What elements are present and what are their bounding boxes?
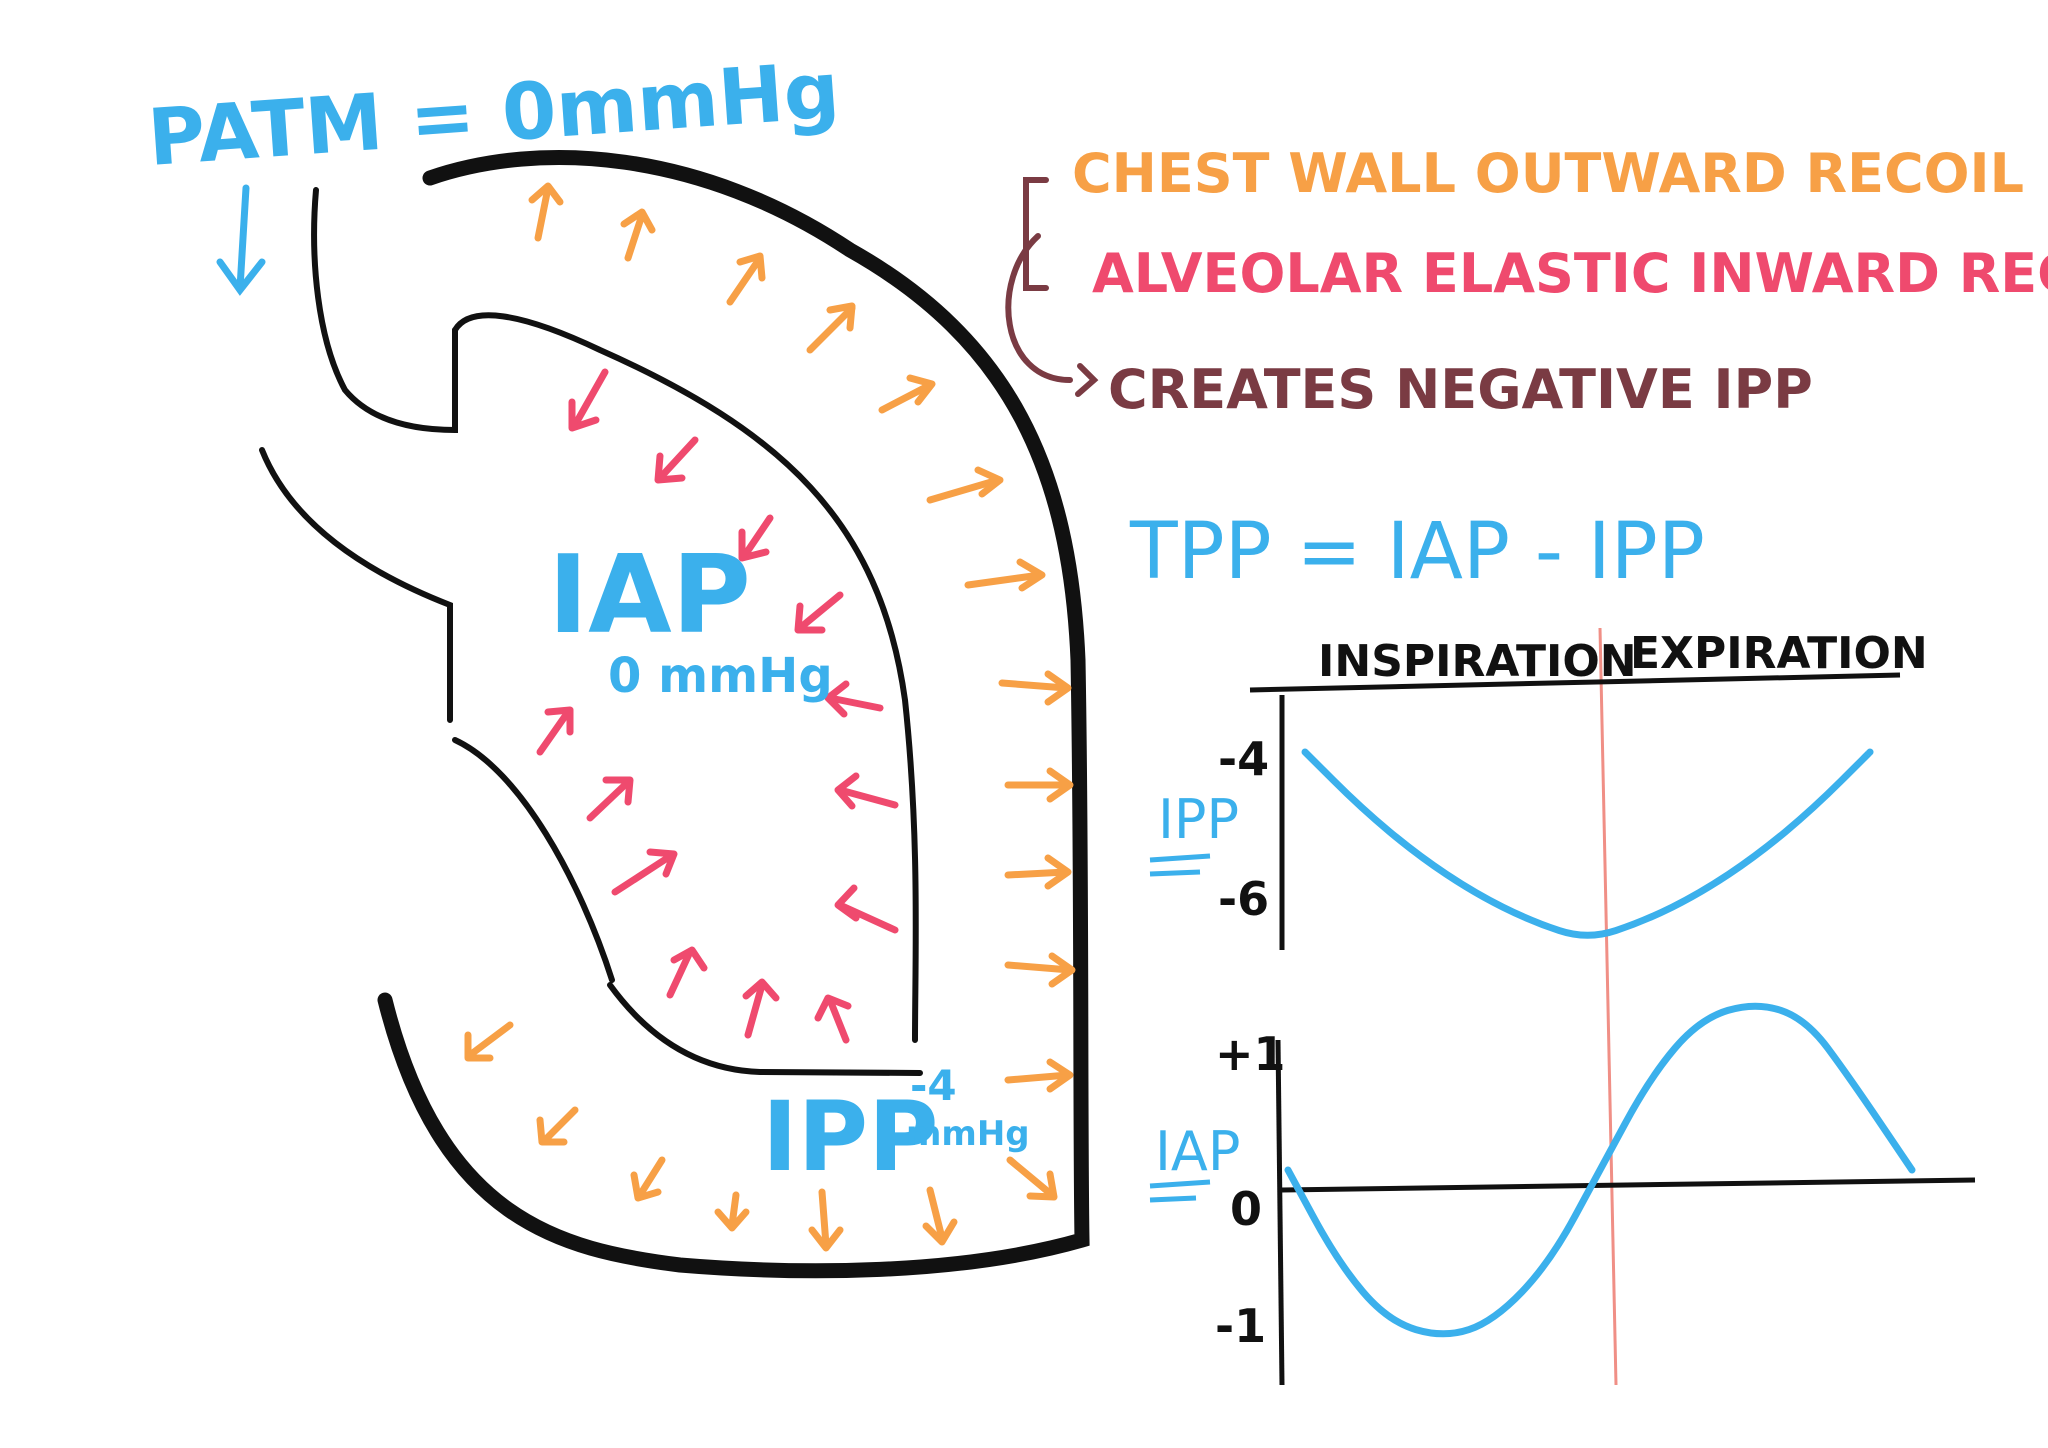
iap-chart-ylabel: IAP	[1155, 1120, 1240, 1183]
iap-tick-minus1: -1	[1215, 1299, 1266, 1353]
lung-base-outline	[607, 982, 923, 1076]
legend-creates: CREATES NEGATIVE IPP	[1108, 358, 1813, 421]
lung-lower-outline	[452, 737, 615, 983]
ipp-tick-top: -4	[1218, 732, 1269, 786]
pressure-charts: INSPIRATION EXPIRATION -4 -6 IPP +1 0 -1…	[1149, 627, 1976, 1386]
header-inspiration: INSPIRATION	[1318, 636, 1637, 687]
iap-ylabel-underline-1	[1149, 1179, 1211, 1189]
ipp-unit: mmHg	[906, 1114, 1030, 1154]
bronchus-lower	[259, 447, 453, 723]
ipp-value: -4	[910, 1061, 957, 1110]
ipp-curve	[1301, 748, 1874, 939]
trachea-outline	[311, 187, 458, 434]
iap-ylabel-underline-2	[1149, 1195, 1197, 1203]
lung-outline	[452, 312, 919, 1043]
iap-tick-plus1: +1	[1215, 1027, 1286, 1081]
alveolar-recoil-arrows	[536, 368, 899, 1044]
legend-arrow-head-icon	[1075, 363, 1099, 397]
iap-zero-line	[1281, 1177, 1976, 1193]
tpp-equation: TPP = IAP - IPP	[1129, 507, 1705, 597]
iap-label: IAP	[548, 533, 751, 658]
phase-divider	[1598, 627, 1618, 1386]
ipp-chart-ylabel: IPP	[1158, 788, 1239, 851]
legend-curve-arrow	[1005, 233, 1073, 383]
ipp-tick-bottom: -6	[1218, 872, 1269, 926]
ipp-ylabel-underline-1	[1149, 853, 1211, 863]
iap-y-axis	[1275, 1039, 1285, 1386]
legend-chest-wall: CHEST WALL OUTWARD RECOIL	[1072, 142, 2024, 205]
patm-down-arrow-icon	[216, 184, 266, 296]
legend-alveolar: ALVEOLAR ELASTIC INWARD RECOIL	[1092, 242, 2048, 305]
iap-curve	[1284, 1002, 1916, 1338]
header-expiration: EXPIRATION	[1630, 628, 1928, 679]
chest-wall-arrows	[464, 182, 1076, 1252]
ipp-label: IPP	[762, 1081, 938, 1193]
chart-header-line	[1249, 672, 1901, 693]
iap-value: 0 mmHg	[608, 648, 833, 704]
ipp-ylabel-underline-2	[1149, 869, 1201, 877]
iap-tick-zero: 0	[1230, 1182, 1262, 1236]
legend-bracket	[1023, 177, 1049, 291]
chest-wall-outline	[377, 150, 1090, 1279]
